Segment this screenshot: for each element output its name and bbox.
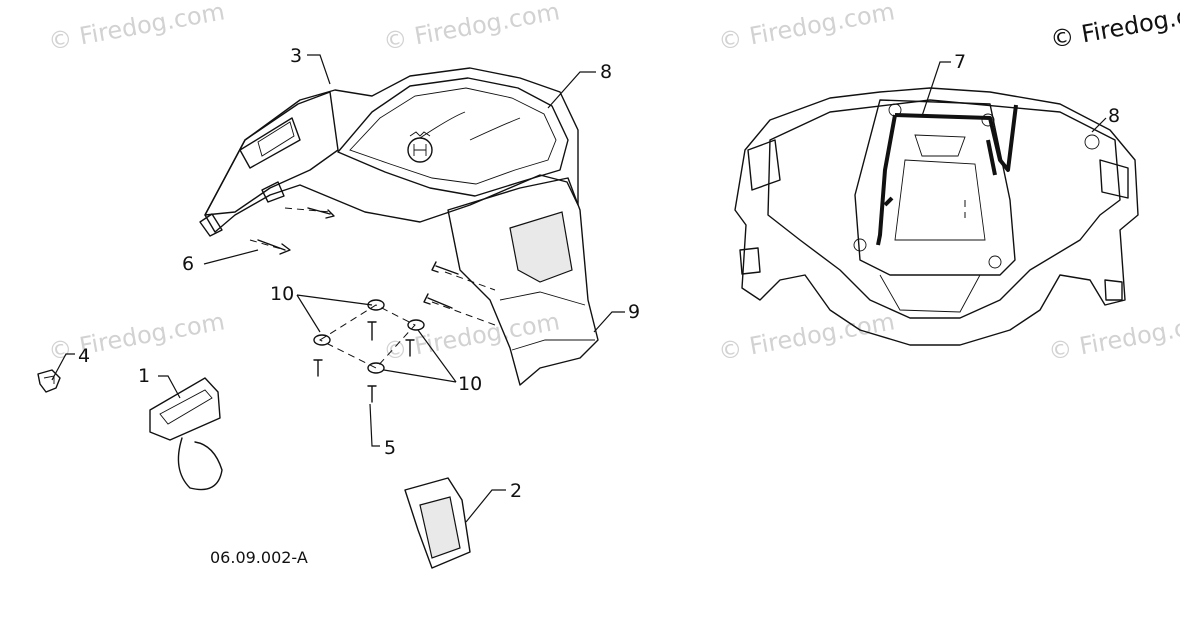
light-module-body (149, 377, 221, 441)
part-7-wiring-harness (876, 104, 1018, 246)
right-panel-crease (499, 291, 586, 306)
rear-mount-hole-3 (853, 238, 867, 252)
bolt-9a (431, 261, 459, 275)
rear-lower-cup (879, 274, 981, 313)
washer-10d (367, 362, 385, 374)
part-2-lens-cover (404, 477, 471, 569)
screw-5b (405, 339, 415, 357)
right-headlight-lens (509, 211, 573, 283)
rear-inner-rim (767, 99, 1121, 319)
bolt-6a (307, 207, 335, 219)
bolts-part-6 (249, 207, 496, 326)
callout-8-left: 8 (600, 61, 612, 83)
lens-cover-outer (404, 477, 471, 569)
lens-cover-inner (419, 496, 461, 559)
callout-8-right: 8 (1108, 105, 1120, 127)
bolt-9b (423, 293, 453, 309)
part-8-indicator-button (1084, 134, 1100, 150)
mount-bracket-mid (261, 181, 285, 203)
hood-groove-2 (469, 117, 521, 141)
watermarks: © Firedog.com © Firedog.com © Firedog.co… (46, 0, 1180, 366)
callout-10-bottom: 10 (458, 373, 482, 395)
right-lower-panel (447, 177, 599, 386)
watermark-mid-1: © Firedog.com (46, 307, 227, 366)
screw-5d (367, 385, 377, 403)
callout-7: 7 (954, 51, 966, 73)
callout-10-top: 10 (270, 283, 294, 305)
left-side-panel (204, 91, 339, 216)
callout-labels: 3 8 6 10 9 4 1 10 5 2 7 8 (78, 45, 1120, 502)
part-4-clip (37, 369, 61, 393)
rear-mount-hole-2 (981, 113, 995, 127)
washer-10c (313, 334, 331, 346)
bolt-6b (257, 239, 291, 255)
watermark-top-1: © Firedog.com (46, 0, 227, 56)
left-panel-detail (257, 121, 295, 157)
callout-3: 3 (290, 45, 302, 67)
callout-4: 4 (78, 345, 90, 367)
watermark-top-3: © Firedog.com (716, 0, 897, 56)
callout-2: 2 (510, 480, 522, 502)
watermark-mid-3: © Firedog.com (716, 307, 897, 366)
front-hood-exploded-view (199, 67, 599, 386)
rear-center-frame (854, 99, 1016, 276)
right-panel-bottom (511, 339, 595, 351)
screw-5c (313, 359, 323, 377)
watermark-top-2: © Firedog.com (381, 0, 562, 56)
watermark-mid-4: © Firedog.com (1046, 307, 1180, 366)
rear-mount-hole-4 (988, 255, 1002, 269)
leader-lines (51, 54, 1107, 523)
washer-10b (407, 319, 425, 331)
hood-top-panel-inner (349, 87, 557, 185)
diagram-reference-code: 06.09.002-A (210, 548, 308, 567)
husqvarna-crown-icon (407, 131, 433, 163)
part-1-light-module (149, 377, 223, 491)
light-module-cable (177, 437, 223, 491)
left-headlight-recess (239, 117, 301, 169)
rear-right-lamp-pocket (1099, 159, 1129, 199)
rear-left-foot (739, 247, 761, 275)
callout-1: 1 (138, 365, 150, 387)
watermark-corner: © Firedog.c (1048, 2, 1180, 54)
callout-9: 9 (628, 301, 640, 323)
rear-top-slot (914, 134, 966, 157)
hood-rear-view (734, 87, 1139, 346)
hood-top-panel (337, 77, 569, 197)
screw-5a (367, 321, 377, 341)
callout-5: 5 (384, 437, 396, 459)
rear-center-window (894, 159, 986, 241)
mount-bracket-left (199, 213, 223, 237)
callout-6: 6 (182, 253, 194, 275)
hood-shell (204, 67, 579, 233)
mounting-hardware-parts-5-10 (313, 299, 425, 403)
rear-left-lamp-pocket (747, 139, 781, 191)
rear-right-foot (1104, 279, 1123, 301)
rear-hood-shell (734, 87, 1139, 346)
hood-groove-1 (419, 111, 466, 139)
